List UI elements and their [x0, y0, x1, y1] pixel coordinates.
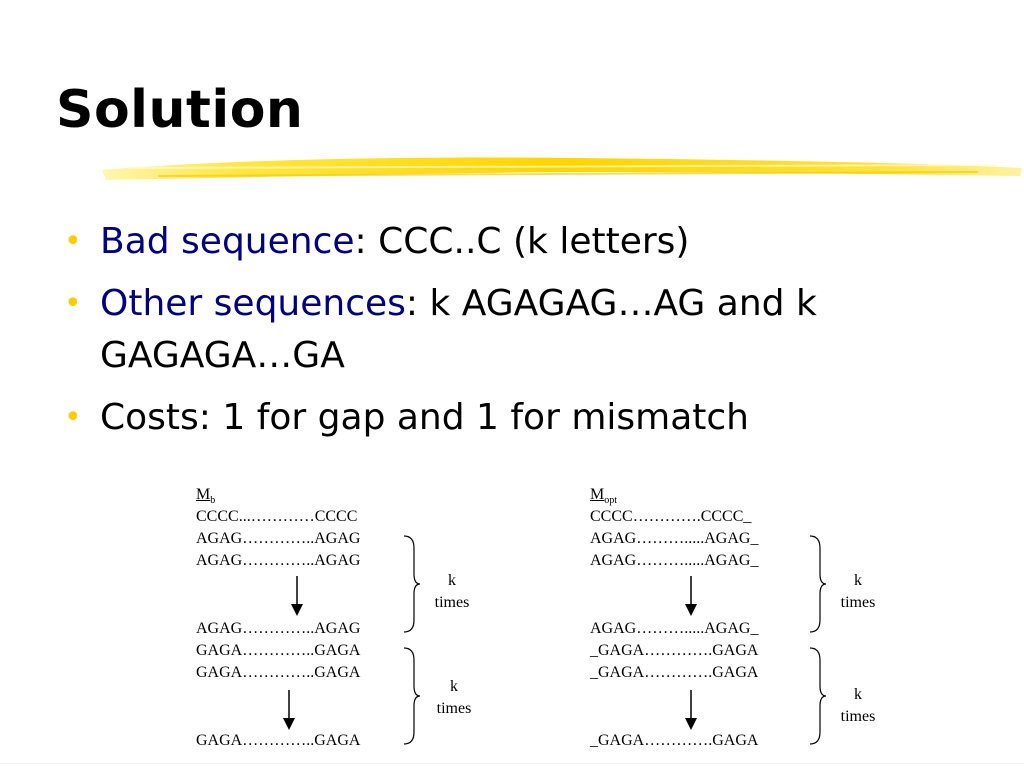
- down-arrow-icon: [291, 576, 303, 616]
- bullet-dot-icon: •: [64, 400, 82, 435]
- bullet-text: : CCC..C (k letters): [354, 221, 690, 262]
- bullet-text: : k AGAGAG…AG and k GAGAGA…GA: [100, 283, 817, 376]
- alignment-row: _GAGA………….GAGA: [590, 642, 759, 659]
- alignment-row: AGAG……….....AGAG_: [590, 552, 759, 569]
- alignment-row: AGAG……….....AGAG_: [590, 620, 759, 637]
- bullet-bad-sequence: • Bad sequence: CCC..C (k letters): [64, 216, 964, 268]
- alignment-row: AGAG……….....AGAG_: [590, 530, 759, 547]
- alignment-row: CCCC...…………CCCC: [196, 508, 358, 525]
- figure-label: Mb: [196, 486, 216, 507]
- alignment-row: GAGA…………..GAGA: [196, 642, 361, 659]
- alignment-row: CCCC………….CCCC_: [590, 508, 752, 525]
- right-brace-icon: [403, 535, 421, 633]
- bullet-text: Costs: 1 for gap and 1 for mismatch: [100, 397, 750, 438]
- alignment-row: AGAG…………..AGAG: [196, 530, 361, 547]
- slide-title: Solution: [56, 80, 304, 140]
- down-arrow-icon: [685, 576, 697, 616]
- alignment-row: AGAG…………..AGAG: [196, 552, 361, 569]
- footer-divider: [0, 763, 1024, 764]
- figure-mopt-alignment: Mopt CCCC………….CCCC_ AGAG……….....AGAG_ AG…: [590, 484, 900, 754]
- alignment-row: _GAGA………….GAGA: [590, 732, 759, 749]
- bullet-highlight: Other sequences: [100, 283, 406, 324]
- alignment-row: _GAGA………….GAGA: [590, 664, 759, 681]
- down-arrow-icon: [685, 690, 697, 730]
- down-arrow-icon: [283, 690, 295, 730]
- bullet-highlight: Bad sequence: [100, 221, 355, 262]
- right-brace-icon: [809, 535, 827, 633]
- figure-label: Mopt: [590, 486, 618, 507]
- bullet-dot-icon: •: [64, 224, 82, 259]
- title-underline-stroke: [102, 157, 1022, 180]
- bullet-costs: • Costs: 1 for gap and 1 for mismatch: [64, 392, 964, 444]
- bullet-list: • Bad sequence: CCC..C (k letters) • Oth…: [64, 216, 964, 454]
- right-brace-icon: [403, 647, 421, 745]
- alignment-row: GAGA…………..GAGA: [196, 664, 361, 681]
- bullet-other-sequences: • Other sequences: k AGAGAG…AG and k GAG…: [64, 278, 964, 382]
- figure-mb-alignment: Mb CCCC...…………CCCC AGAG…………..AGAG AGAG………: [196, 484, 496, 754]
- alignment-row: AGAG…………..AGAG: [196, 620, 361, 637]
- alignment-row: GAGA…………..GAGA: [196, 732, 361, 749]
- right-brace-icon: [809, 647, 827, 745]
- bullet-dot-icon: •: [64, 286, 82, 321]
